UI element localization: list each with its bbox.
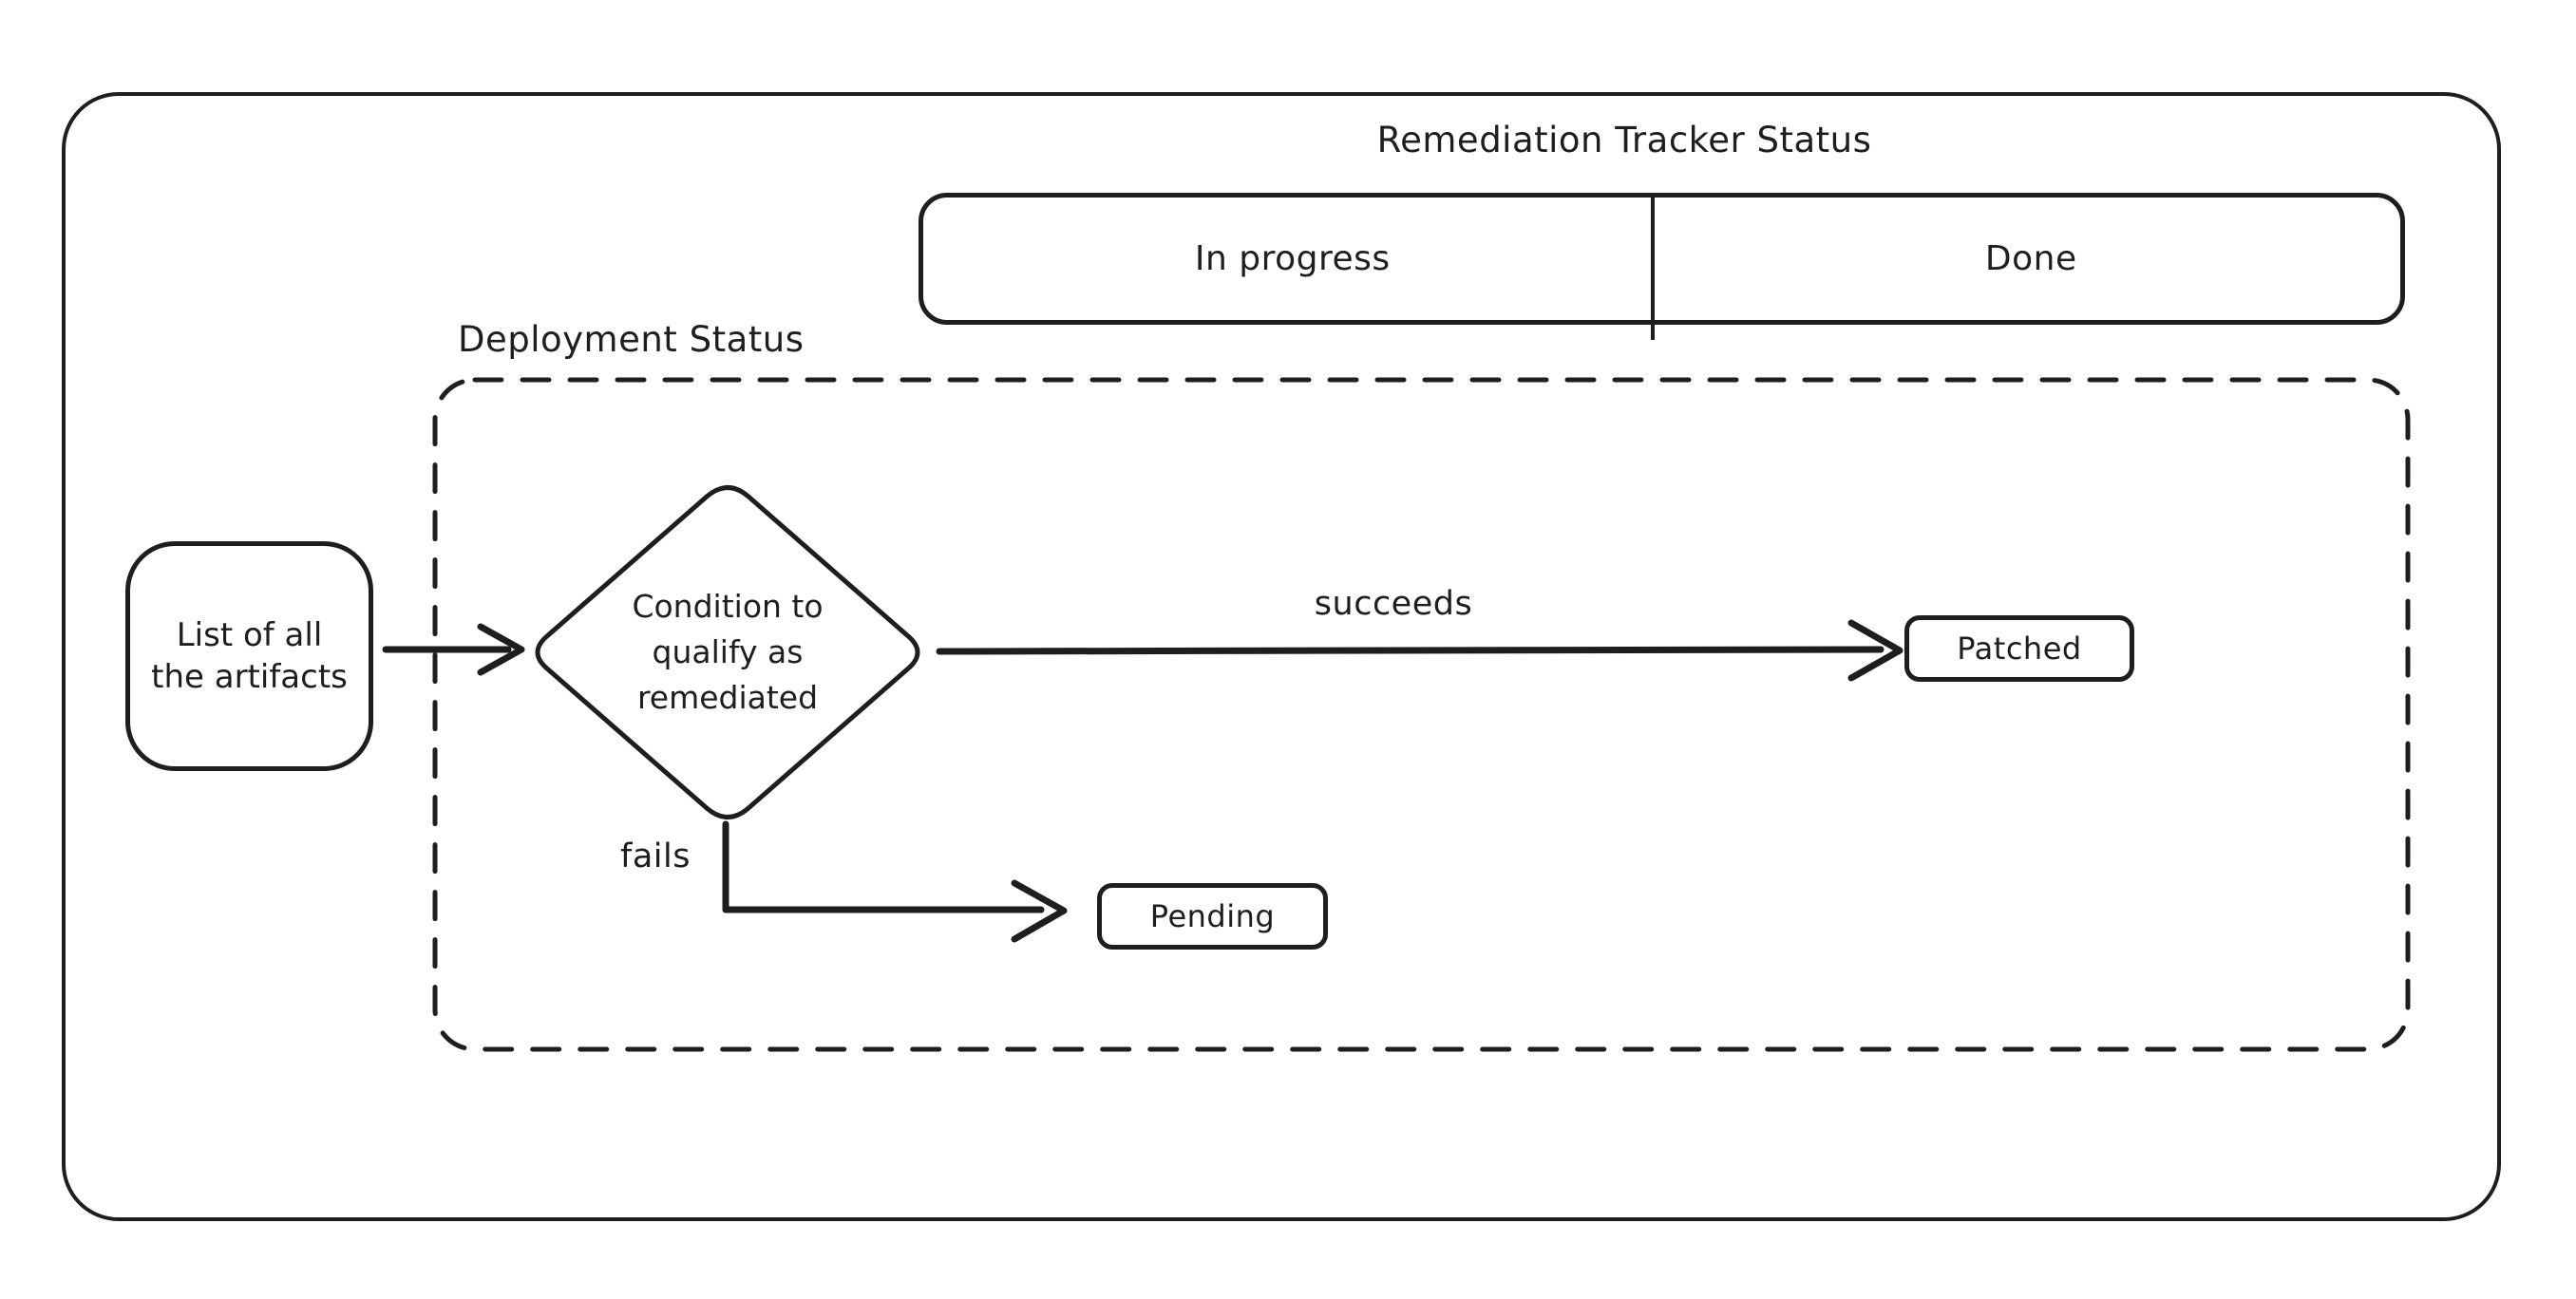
decision-diamond-label: Condition to qualify as remediated [632, 588, 824, 716]
pending-box-label: Pending [1149, 898, 1276, 934]
artifacts-box[interactable]: List of all the artifacts [125, 541, 373, 771]
outer-frame [62, 92, 2501, 1221]
patched-box-label: Patched [1957, 631, 2082, 667]
tracker-cell-in-progress[interactable]: In progress [923, 198, 1662, 320]
fails-edge-label: fails [620, 838, 691, 875]
pending-box[interactable]: Pending [1097, 883, 1328, 950]
patched-box[interactable]: Patched [1904, 615, 2134, 682]
tracker-status-bar[interactable]: In progress Done [919, 193, 2405, 325]
deployment-status-label: Deployment Status [458, 319, 805, 360]
tracker-bar-divider [1651, 193, 1655, 340]
succeeds-edge-label: succeeds [1314, 585, 1473, 623]
tracker-title: Remediation Tracker Status [1376, 120, 1872, 160]
tracker-cell-done-label: Done [1984, 239, 2077, 278]
tracker-cell-done[interactable]: Done [1662, 198, 2401, 320]
artifacts-box-label: List of all the artifacts [151, 615, 348, 696]
tracker-cell-in-progress-label: In progress [1194, 239, 1391, 278]
